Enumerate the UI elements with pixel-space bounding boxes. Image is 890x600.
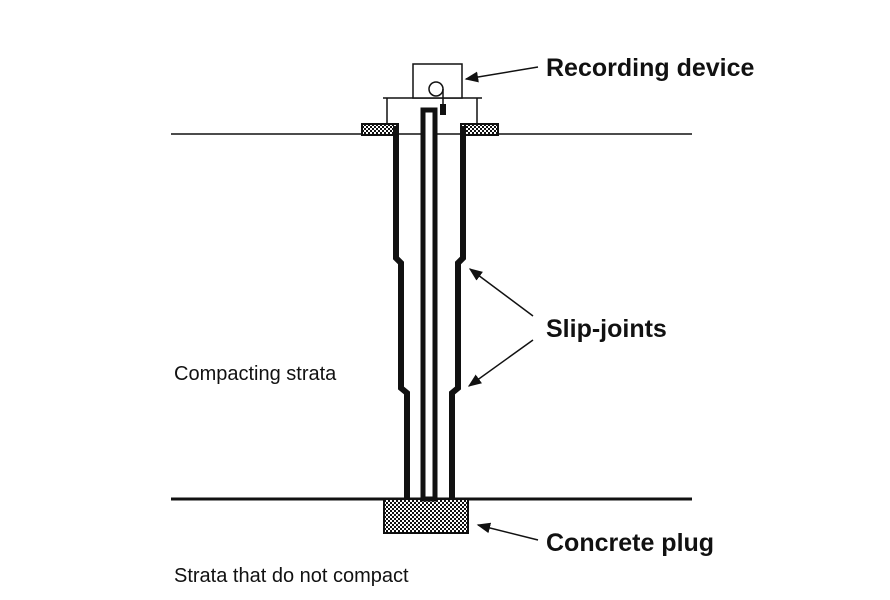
surface-pad-left <box>361 123 399 136</box>
concrete-plug <box>383 498 469 534</box>
arrow-recording-device <box>464 66 539 83</box>
recording-drum <box>428 81 444 97</box>
casing-right-wall <box>449 126 466 499</box>
surface-pad-right <box>460 123 499 136</box>
non-compacting-strata-label: Strata that do not compact <box>174 565 409 587</box>
compacting-strata-label: Compacting strata <box>174 363 337 385</box>
concrete-plug-label: Concrete plug <box>546 529 715 557</box>
recording-device-label: Recording device <box>546 54 755 82</box>
recording-weight <box>440 104 446 115</box>
slip-joints-label: Slip-joints <box>546 315 667 343</box>
arrow-concrete-plug <box>476 522 539 541</box>
casing-left-wall <box>393 126 410 499</box>
arrow-slip-joint-lower <box>467 339 534 387</box>
arrow-slip-joint-upper <box>468 268 534 317</box>
extensometer-pipe <box>420 107 438 502</box>
